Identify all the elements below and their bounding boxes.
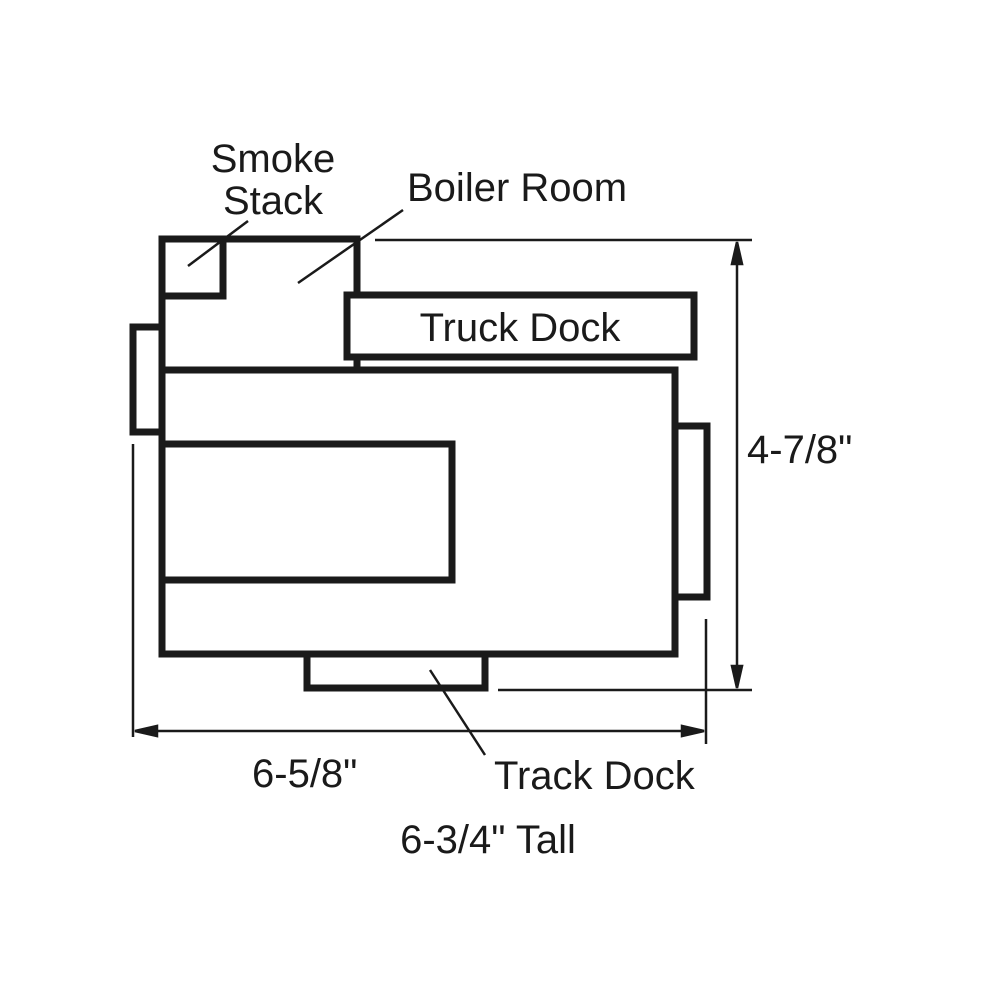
inner-bay-block bbox=[158, 440, 456, 584]
track-dock-label: Track Dock bbox=[494, 754, 696, 798]
smoke-stack-leader bbox=[187, 220, 249, 267]
depth-dimension-label: 4-7/8" bbox=[747, 428, 852, 472]
smoke-stack-label-line1: Smoke bbox=[211, 137, 336, 181]
boiler-room-leader bbox=[297, 208, 404, 285]
leader-lines bbox=[187, 208, 487, 756]
height-dimension-label: 6-3/4" Tall bbox=[400, 818, 576, 862]
arrow-right-icon bbox=[680, 724, 705, 738]
width-dimension-label: 6-5/8" bbox=[252, 752, 357, 796]
truck-dock-label: Truck Dock bbox=[420, 306, 622, 350]
smoke-stack-block bbox=[158, 235, 227, 300]
arrow-down-icon bbox=[730, 664, 744, 689]
dimension-lines bbox=[131, 238, 752, 744]
boiler-room-block bbox=[158, 235, 361, 374]
smoke-stack-label-line2: Stack bbox=[223, 179, 324, 223]
left-annex-block bbox=[129, 323, 166, 436]
track-dock-block bbox=[303, 650, 489, 692]
arrow-up-icon bbox=[730, 241, 744, 266]
truck-dock-block bbox=[343, 291, 698, 361]
main-building-block bbox=[158, 366, 679, 658]
arrow-left-icon bbox=[134, 724, 159, 738]
right-annex-block bbox=[671, 422, 711, 601]
track-dock-leader bbox=[428, 669, 487, 756]
boiler-room-label: Boiler Room bbox=[407, 166, 627, 210]
building-outline bbox=[129, 235, 711, 692]
